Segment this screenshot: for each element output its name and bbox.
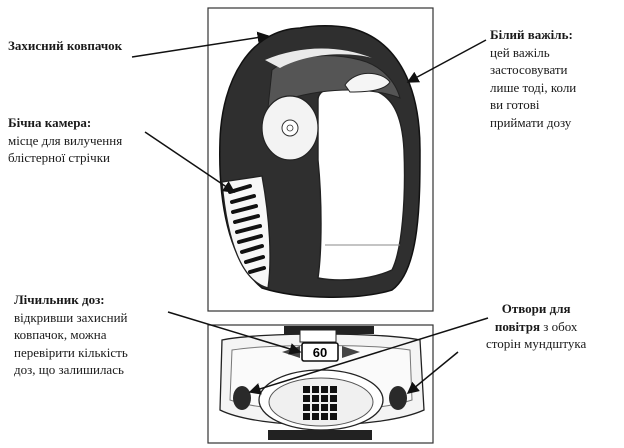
label-dose-counter-line: відкривши захисний xyxy=(14,309,128,325)
label-dose-counter-line: перевірити кількість xyxy=(14,344,128,360)
label-dose-counter: Лічильник доз: відкривши захисний ковпач… xyxy=(14,291,128,379)
label-air-vents-rest: з обох xyxy=(539,318,578,334)
label-air-vents-line2: повітря з обох xyxy=(486,318,586,336)
label-dose-counter-line: доз, що залишилась xyxy=(14,362,124,377)
label-side-chamber-line: блістерної стрічки xyxy=(8,150,110,165)
air-vent-left xyxy=(233,386,251,410)
label-air-vents-title: Отвори для xyxy=(501,301,571,316)
label-white-lever-title: Білий важіль: xyxy=(490,27,573,42)
label-side-chamber-line: місце для вилучення xyxy=(8,132,123,148)
label-air-vents-bold: повітря xyxy=(494,318,540,334)
leader-vent-left xyxy=(248,317,489,395)
mouthpiece-grille xyxy=(303,386,337,420)
mouthpiece-view: 60 xyxy=(218,326,425,440)
side-chamber xyxy=(221,175,271,289)
white-lever xyxy=(344,72,391,93)
dose-counter-window xyxy=(301,342,339,362)
label-protective-cap: Захисний ковпачок xyxy=(8,37,122,55)
label-air-vents-line3: сторін мундштука xyxy=(486,336,587,351)
leader-counter xyxy=(167,311,302,355)
leader-vent-right xyxy=(406,351,459,394)
label-white-lever: Білий важіль: цей важіль застосовувати л… xyxy=(490,26,576,131)
label-dose-counter-title: Лічильник доз: xyxy=(14,292,105,307)
label-white-lever-line: приймати дозу xyxy=(490,114,572,130)
label-white-lever-line: цей важіль xyxy=(490,44,550,60)
label-white-lever-line: лише тоді, коли xyxy=(490,79,577,95)
dose-counter-value: 60 xyxy=(313,345,327,360)
air-vent-right xyxy=(389,386,407,410)
label-side-chamber: Бічна камера: місце для вилучення блісте… xyxy=(8,114,122,167)
label-dose-counter-line: ковпачок, можна xyxy=(14,327,107,342)
leader-chamber xyxy=(144,131,236,193)
label-white-lever-line: застосовувати xyxy=(490,62,568,77)
leader-cap xyxy=(131,31,270,58)
inhaler-body xyxy=(219,25,421,298)
label-air-vents: Отвори для повітря з обох сторін мундшту… xyxy=(486,300,586,353)
label-protective-cap-title: Захисний ковпачок xyxy=(8,38,123,53)
leader-lever xyxy=(406,39,487,83)
label-white-lever-line: ви готові xyxy=(490,97,540,112)
label-side-chamber-title: Бічна камера: xyxy=(8,115,92,130)
